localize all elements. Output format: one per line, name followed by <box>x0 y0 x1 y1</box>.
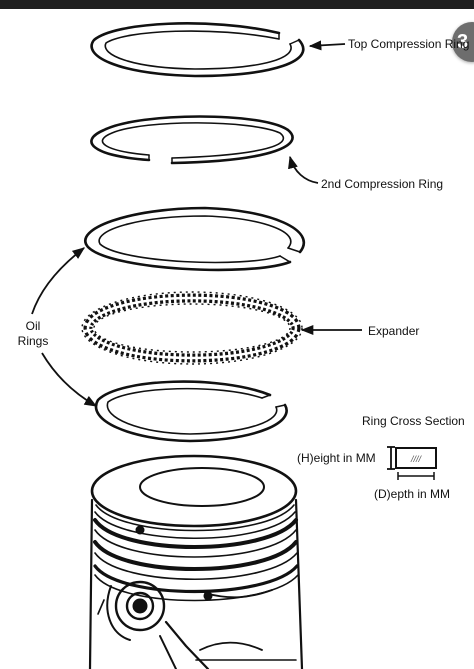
ring-cross-section-detail: //// <box>387 446 437 480</box>
ring-cross-section-label: Ring Cross Section <box>362 414 465 428</box>
piston-groove-1 <box>93 518 298 549</box>
expander-label: Expander <box>368 324 420 338</box>
top-compression-ring <box>90 22 305 78</box>
second-compression-ring-label: 2nd Compression Ring <box>321 177 444 191</box>
second-compression-ring <box>90 115 294 165</box>
lower-oil-ring <box>94 380 288 443</box>
top-ring-arrow <box>308 40 346 51</box>
piston-skirt <box>88 498 304 669</box>
label-arrows <box>31 40 362 407</box>
top-compression-ring-label: Top Compression Ring <box>348 37 470 51</box>
upper-oil-ring <box>84 206 306 272</box>
expander-ring <box>81 291 303 365</box>
piston-crown <box>90 454 298 528</box>
piston-groove-3 <box>93 564 299 594</box>
piston-groove-2 <box>93 540 298 571</box>
oil-rings-label: Oil Rings <box>17 319 49 348</box>
top-bar <box>0 0 474 9</box>
height-label: (H)eight in MM <box>297 451 376 465</box>
piston <box>88 454 304 669</box>
oil-ring-lower-arrow <box>41 352 98 407</box>
oil-ring-upper-arrow <box>31 247 85 315</box>
piston-bowl <box>139 467 265 507</box>
wrist-pin-boss <box>114 580 166 632</box>
wrist-pin <box>125 591 155 621</box>
depth-label: (D)epth in MM <box>374 487 451 501</box>
cross-section-hatch: //// <box>410 454 423 464</box>
corner-number-badge: 3 <box>452 22 474 62</box>
second-ring-arrow <box>288 155 319 184</box>
